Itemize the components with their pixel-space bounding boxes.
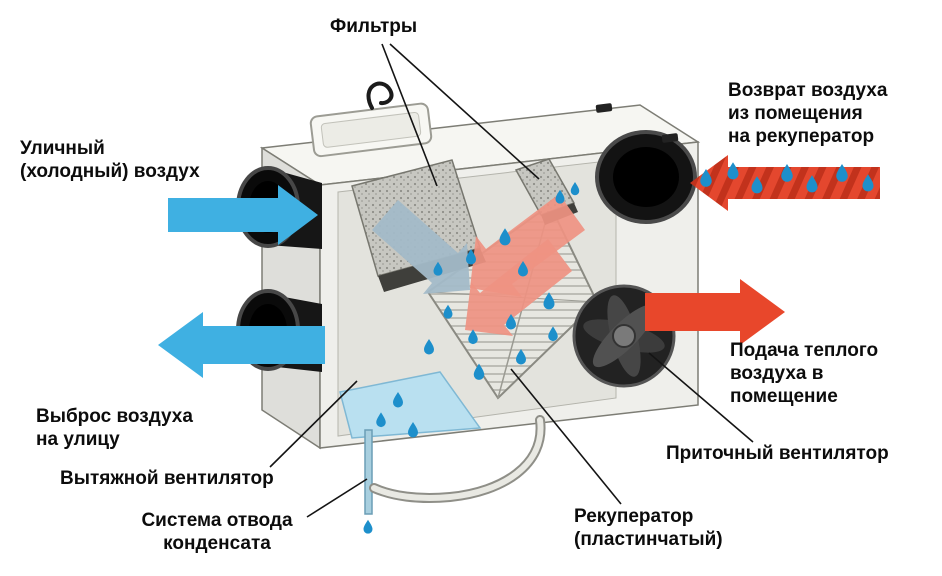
internal-warm-air-arrow-1 bbox=[470, 194, 585, 297]
top-latch bbox=[595, 103, 613, 113]
leader-lines bbox=[269, 43, 754, 518]
leader-exhaust-fan bbox=[269, 380, 358, 468]
water-droplet-icon bbox=[727, 162, 739, 180]
condensate-pipe bbox=[364, 429, 373, 515]
supply-fan bbox=[572, 284, 676, 388]
label-exhaust-fan: Вытяжной вентилятор bbox=[60, 468, 274, 489]
label-return-air: Возврат воздуха из помещения на рекупера… bbox=[728, 80, 888, 148]
leader-recuperator bbox=[510, 368, 622, 505]
supply-air-arrow bbox=[645, 279, 785, 345]
cold-air-intake-arrow bbox=[168, 185, 318, 245]
leader-filters-1 bbox=[381, 43, 438, 187]
condensate-hose bbox=[371, 417, 544, 501]
top-latch bbox=[661, 133, 679, 143]
label-condensate-system: Система отвода конденсата bbox=[141, 510, 293, 555]
leader-supply-fan bbox=[648, 352, 754, 443]
motor-box bbox=[309, 102, 433, 158]
internal-warm-air-arrow-2 bbox=[465, 239, 572, 336]
supply-fan-hub bbox=[612, 324, 636, 348]
water-droplet-icon bbox=[836, 163, 848, 182]
motor-box-panel bbox=[320, 111, 422, 148]
internal-cold-air-arrow bbox=[372, 200, 470, 294]
exhaust-air-out-arrow bbox=[158, 312, 325, 378]
water-droplet-icon bbox=[781, 163, 793, 182]
label-supply-air: Подача теплого воздуха в помещение bbox=[730, 340, 879, 408]
label-recuperator: Рекуператор (пластинчатый) bbox=[574, 506, 723, 551]
power-cable bbox=[366, 81, 394, 110]
leader-filters-2 bbox=[389, 43, 540, 180]
return-air-arrow bbox=[690, 155, 880, 211]
return-air-duct-opening bbox=[613, 147, 679, 207]
label-filters: Фильтры bbox=[330, 16, 418, 37]
label-exhaust-air: Выброс воздуха на улицу bbox=[36, 406, 193, 451]
label-supply-fan: Приточный вентилятор bbox=[666, 443, 889, 464]
leader-condensate bbox=[306, 478, 368, 518]
water-droplet-icon bbox=[363, 519, 373, 534]
condensate-tray bbox=[339, 371, 482, 439]
label-street-air: Уличный (холодный) воздух bbox=[20, 138, 200, 183]
